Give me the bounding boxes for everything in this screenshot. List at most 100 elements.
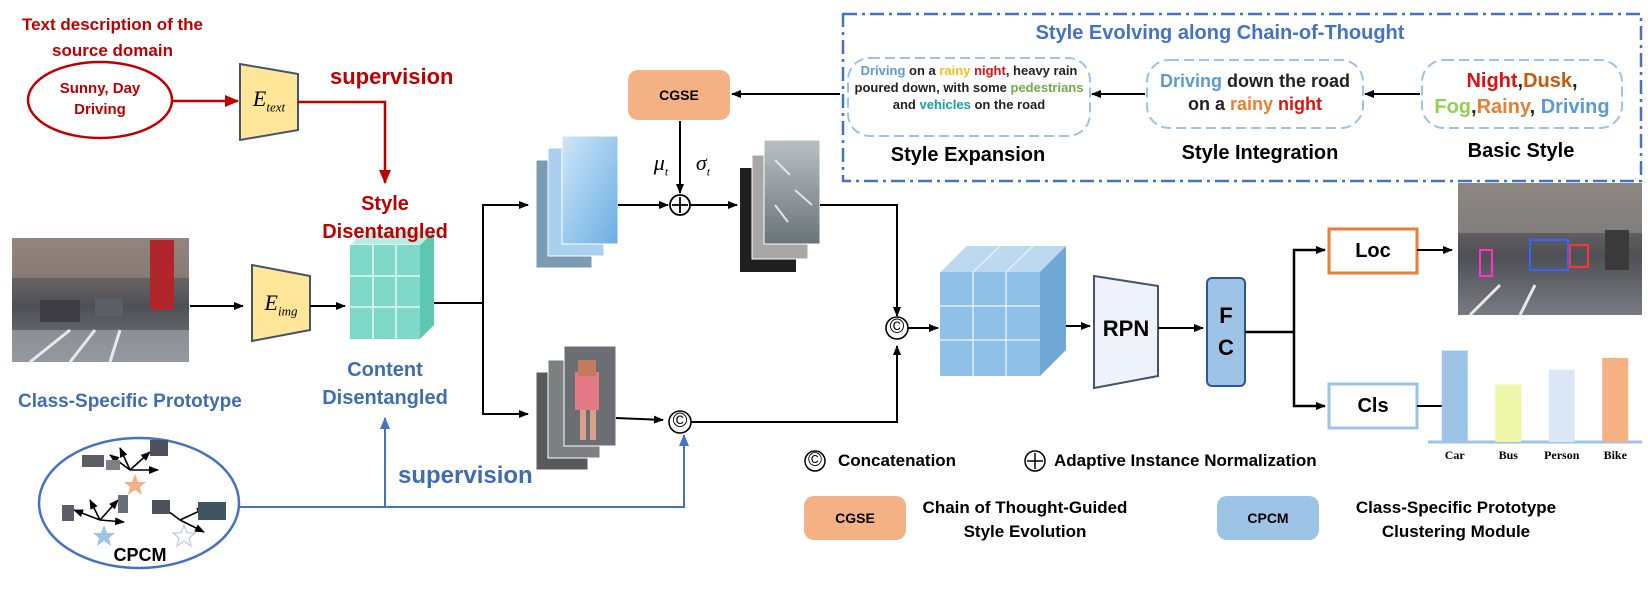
- expansion-word: on the road: [970, 97, 1046, 112]
- output-detection-image: [1458, 183, 1642, 317]
- basic-word: Rainy: [1476, 96, 1530, 118]
- source-domain-ellipse: [26, 60, 174, 140]
- content-disentangled-label: Content Disentangled: [322, 359, 448, 409]
- arrow-cpcm-to-content-concat: [239, 434, 689, 508]
- fused-feature-cube: [939, 245, 1066, 376]
- source-domain-title: Text description of the source domain: [21, 15, 204, 60]
- sigma-symbol: σ: [695, 150, 707, 175]
- legend-concat-text: Concatenation: [838, 451, 957, 470]
- legend-concat-symbol: [804, 450, 826, 472]
- stylized-feature-stack: [740, 139, 821, 272]
- source-domain-label: Sunny, Day Driving: [59, 80, 141, 118]
- integration-word: rainy: [1229, 94, 1274, 114]
- rpn-shape: [1093, 274, 1159, 390]
- text-encoder-symbol: E: [252, 86, 267, 111]
- expansion-word: , heavy rain poured down, with some: [854, 63, 1078, 95]
- cpcm-label: CPCM: [113, 545, 167, 565]
- legend-cpcm-tag: CPCM: [1247, 510, 1289, 526]
- basic-word: Dusk: [1523, 70, 1572, 92]
- fc-label-line1: F: [1219, 303, 1233, 328]
- prototype-ellipse: [37, 436, 241, 570]
- expansion-word: rainy: [939, 63, 971, 78]
- prototype-thumbnails: [62, 440, 226, 521]
- legend-cgse-tag: CGSE: [835, 510, 875, 526]
- arrow-etext-to-style: [298, 100, 391, 184]
- arrow-content-to-concat: [615, 415, 664, 424]
- basic-text: Night,Dusk, Fog,Rainy, Driving: [1426, 68, 1618, 120]
- integration-word: night: [1278, 94, 1323, 114]
- disentangled-feature-cube: [348, 230, 436, 339]
- legend-cgse-desc: Chain of Thought-Guided Style Evolution: [922, 498, 1128, 541]
- style-feature-stack: [535, 135, 619, 269]
- arrow-fc-to-cls: [1292, 332, 1326, 410]
- main-concat-symbol: ©: [889, 316, 905, 338]
- expansion-caption: Style Expansion: [890, 144, 1046, 166]
- input-street-image: [12, 238, 189, 364]
- basic-word: Fog: [1434, 96, 1472, 118]
- expansion-bubble: [847, 57, 1091, 137]
- arrow-content-concat-to-main: [691, 345, 901, 423]
- integration-text: Driving down the road on a rainy night: [1152, 70, 1358, 116]
- chart-tick-label: Person: [1544, 448, 1580, 462]
- arrow-fc-to-loc: [1245, 246, 1326, 334]
- mu-symbol: μ: [653, 150, 665, 175]
- basic-word: Driving: [1540, 96, 1610, 118]
- sigma-subscript: t: [706, 164, 711, 179]
- cgse-box: CGSE: [659, 87, 699, 103]
- content-concat-symbol: ©: [672, 410, 688, 432]
- basic-word: ,: [1517, 70, 1524, 92]
- image-encoder-symbol: E: [264, 290, 278, 315]
- basic-word: ,: [1529, 96, 1541, 118]
- mu-subscript: t: [664, 164, 669, 179]
- cot-panel-border: [841, 12, 1643, 183]
- mu-label: μt: [646, 150, 676, 179]
- basic-word: Night: [1466, 70, 1518, 92]
- text-encoder-subscript: text: [266, 99, 286, 115]
- chart-tick-label: Bike: [1604, 448, 1628, 462]
- expansion-text: Driving on a rainy night, heavy rain pou…: [852, 62, 1086, 113]
- integration-caption: Style Integration: [1181, 142, 1339, 164]
- cot-panel-title: Style Evolving along Chain-of-Thought: [1035, 22, 1405, 44]
- cls-label: Cls: [1357, 395, 1389, 417]
- legend-cgse-shape: [804, 496, 906, 540]
- text-supervision-label: supervision: [330, 64, 454, 89]
- image-encoder-subscript: img: [277, 303, 298, 319]
- loc-label: Loc: [1355, 240, 1391, 262]
- basic-bubble: [1421, 59, 1623, 129]
- legend-cpcm-shape: [1217, 496, 1319, 540]
- fc-label-line2: C: [1218, 335, 1234, 360]
- chart-bar-person: [1548, 369, 1575, 442]
- expansion-word: night: [974, 63, 1006, 78]
- chart-tick-label: Bus: [1499, 448, 1519, 462]
- image-encoder-label: Eimg: [252, 290, 310, 319]
- style-disentangled-label: Style Disentangled: [322, 193, 448, 243]
- chart-bar-car: [1441, 350, 1468, 442]
- basic-caption: Basic Style: [1467, 140, 1575, 162]
- text-encoder-label: Etext: [240, 86, 298, 115]
- expansion-word: pedestrians: [1010, 80, 1084, 95]
- legend-concat-glyph: ©: [808, 450, 822, 471]
- image-encoder-shape: [251, 263, 311, 343]
- chart-tick-label: Car: [1445, 448, 1466, 462]
- prototype-supervision-label: supervision: [398, 462, 533, 489]
- chart-bar-bike: [1602, 357, 1629, 442]
- arrow-cube-to-style-stack: [434, 201, 529, 304]
- cgse-box-shape: [628, 70, 730, 120]
- legend-cpcm-desc: Class-Specific Prototype Clustering Modu…: [1355, 498, 1557, 541]
- chart-bar-bus: [1495, 384, 1522, 442]
- arrow-cube-to-content-stack: [482, 303, 529, 418]
- class-score-chart: Car Bus Person Bike: [1428, 350, 1642, 462]
- prototype-title: Class-Specific Prototype: [18, 391, 242, 412]
- legend-adain-text: Adaptive Instance Normalization: [1054, 451, 1317, 470]
- expansion-word: Driving: [860, 63, 906, 78]
- basic-word: ,: [1572, 70, 1578, 92]
- expansion-word: vehicles: [919, 97, 971, 112]
- expansion-word: and: [892, 97, 920, 112]
- basic-word: ,: [1471, 96, 1477, 118]
- integration-word: down the road on a: [1187, 71, 1350, 114]
- integration-word: Driving: [1159, 71, 1222, 91]
- loc-box-shape: [1327, 227, 1419, 275]
